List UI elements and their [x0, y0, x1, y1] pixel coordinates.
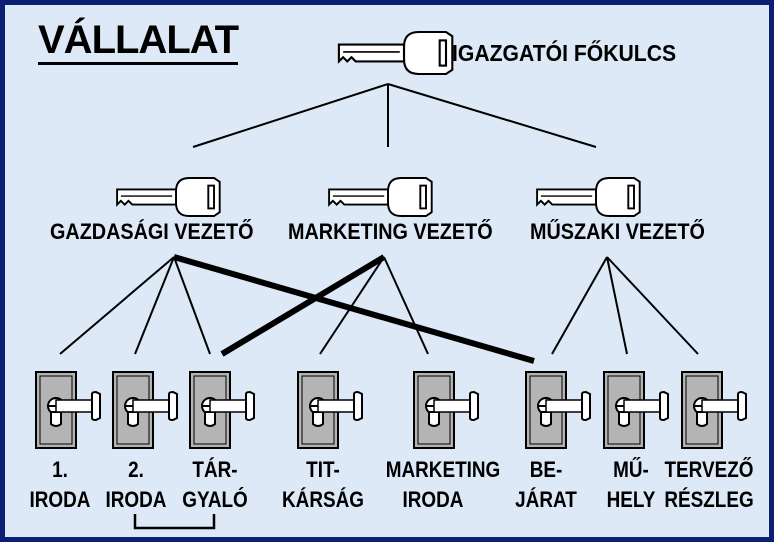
room-label-line1: TÁR-: [192, 457, 238, 482]
room-label: 2. IRODA: [89, 455, 184, 515]
room-label-line2: KÁRSÁG: [282, 487, 364, 512]
room-label-line1: MARKETING: [385, 457, 501, 482]
room-label-line2: RÉSZLEG: [664, 487, 754, 512]
manager-label-gazdasagi: GAZDASÁGI VEZETŐ: [50, 219, 254, 244]
lock-icon: [297, 371, 363, 449]
room-label-line1: 1.: [52, 457, 68, 482]
room-label: TIT- KÁRSÁG: [276, 455, 371, 515]
room-label: MŰ- HELY: [584, 455, 679, 515]
master-key-icon: [337, 30, 454, 76]
room-label-line2: JÁRAT: [515, 487, 577, 512]
room-label: TÁR- GYALÓ: [168, 455, 263, 515]
manager-label-marketing: MARKETING VEZETŐ: [288, 219, 493, 244]
lock-icon: [112, 371, 178, 449]
key-icon: [536, 177, 641, 217]
room-label-line1: TIT-: [306, 457, 340, 482]
room-label-line1: BE-: [529, 457, 563, 482]
room-label-line2: IRODA: [29, 487, 91, 512]
room-label-line2: HELY: [606, 487, 656, 512]
room-label-line2: GYALÓ: [182, 487, 248, 512]
room-label-line1: MŰ-: [613, 457, 649, 482]
lock-icon: [189, 371, 255, 449]
page-title: VÁLLALAT: [38, 18, 239, 65]
key-icon: [328, 177, 433, 217]
lock-icon: [525, 371, 591, 449]
key-icon: [116, 177, 221, 217]
room-label-line1: 2.: [128, 457, 144, 482]
room-label-line2: IRODA: [105, 487, 167, 512]
room-label-line1: TERVEZŐ: [664, 457, 754, 482]
lock-icon: [35, 371, 101, 449]
room-label-line2: IRODA: [402, 487, 464, 512]
room-label: MARKETING IRODA: [385, 455, 501, 515]
room-label: BE- JÁRAT: [499, 455, 594, 515]
room-label: TERVEZŐ RÉSZLEG: [662, 455, 757, 515]
lock-icon: [413, 371, 479, 449]
lock-icon: [603, 371, 669, 449]
manager-label-muszaki: MŰSZAKI VEZETŐ: [530, 219, 705, 244]
lock-icon: [681, 371, 747, 449]
master-key-label: IGAZGATÓI FŐKULCS: [452, 40, 677, 66]
room-label: 1. IRODA: [13, 455, 108, 515]
